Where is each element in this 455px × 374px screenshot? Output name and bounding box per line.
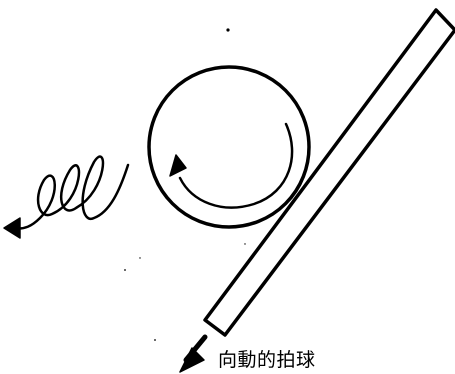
scan-specks — [124, 28, 246, 341]
paddle — [203, 8, 455, 337]
ball — [147, 65, 311, 229]
ball-trajectory-spiral-icon — [3, 155, 130, 239]
ball-spin-arrow-icon — [169, 122, 294, 209]
caption: 向動的拍球 — [218, 349, 316, 371]
paddle-direction-arrow-icon — [179, 334, 208, 373]
